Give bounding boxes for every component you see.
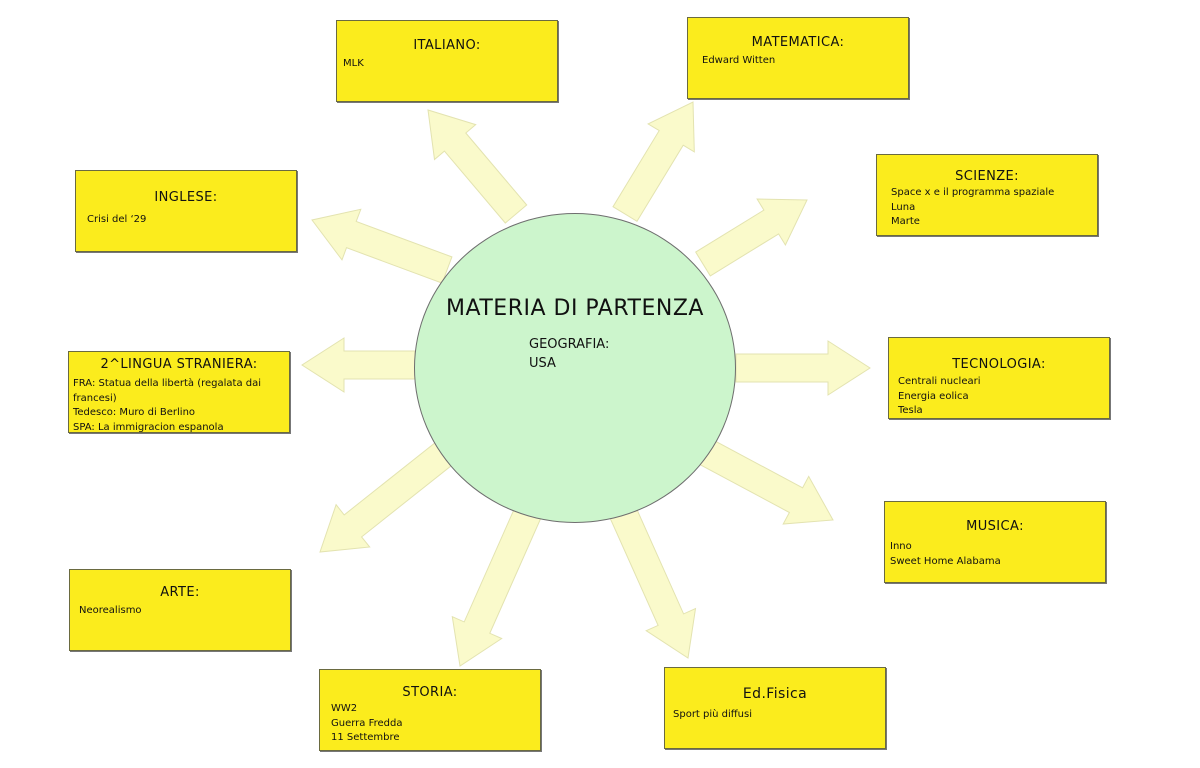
box-title: Ed.Fisica: [742, 686, 808, 702]
box-tecnologia: TECNOLOGIA: Centrali nucleari Energia eo…: [888, 337, 1110, 419]
box-item: MLK: [343, 58, 364, 69]
arrow-to-storia: [451, 501, 544, 667]
box-body: Neorealismo: [79, 604, 286, 619]
arrow-to-lingua: [301, 337, 416, 393]
box-body: Space x e il programma spaziale Luna Mar…: [891, 186, 1093, 230]
box-arte: ARTE: Neorealismo: [69, 569, 291, 651]
box-body: WW2 Guerra Fredda 11 Settembre: [331, 702, 536, 746]
box-title: STORIA:: [402, 685, 458, 700]
box-item: Sweet Home Alabama: [890, 555, 1001, 567]
box-italiano: ITALIANO: MLK: [336, 20, 558, 102]
box-item: FRA: Statua della libertà (regalata dai …: [73, 378, 262, 404]
box-item: Space x e il programma spaziale: [891, 187, 1055, 198]
box-ed-fisica: Ed.Fisica Sport più diffusi: [664, 667, 886, 749]
arrow-to-musica: [698, 439, 834, 525]
box-title: MUSICA:: [966, 519, 1024, 534]
center-subject: GEOGRAFIA: USA: [529, 335, 609, 373]
box-item: Tedesco: Muro di Berlino: [73, 407, 196, 418]
box-title: INGLESE:: [154, 190, 218, 205]
box-body: FRA: Statua della libertà (regalata dai …: [73, 377, 285, 435]
arrow-to-italiano: [427, 109, 528, 224]
arrow-to-scienze: [695, 198, 808, 277]
center-subject-label: GEOGRAFIA:: [529, 337, 610, 352]
box-storia: STORIA: WW2 Guerra Fredda 11 Settembre: [319, 669, 541, 751]
box-body: Sport più diffusi: [673, 708, 881, 723]
box-lingua-straniera: 2^LINGUA STRANIERA: FRA: Statua della li…: [68, 351, 290, 433]
box-title: TECNOLOGIA:: [952, 357, 1046, 372]
box-item: Centrali nucleari: [898, 376, 981, 387]
center-title: MATERIA DI PARTENZA: [446, 296, 704, 321]
box-item: Marte: [891, 216, 920, 227]
box-inglese: INGLESE: Crisi del ‘29: [75, 170, 297, 252]
box-item: Inno: [890, 541, 912, 552]
center-circle: MATERIA DI PARTENZA GEOGRAFIA: USA: [414, 213, 736, 523]
box-body: Crisi del ‘29: [87, 213, 292, 228]
box-item: Neorealismo: [79, 605, 142, 616]
arrow-to-matematica: [612, 101, 695, 222]
box-musica: MUSICA: Inno Sweet Home Alabama: [884, 501, 1106, 583]
box-item: Sport più diffusi: [673, 709, 753, 720]
arrow-to-tecnologia: [735, 340, 871, 396]
box-item: Luna: [891, 201, 916, 213]
box-body: Edward Witten: [702, 54, 904, 69]
box-body: MLK: [343, 57, 553, 72]
box-item: WW2: [331, 703, 358, 714]
box-title: SCIENZE:: [955, 169, 1019, 184]
box-title: MATEMATICA:: [751, 35, 845, 50]
box-title: 2^LINGUA STRANIERA:: [100, 357, 258, 372]
box-body: Centrali nucleari Energia eolica Tesla: [898, 375, 1105, 419]
box-title: ITALIANO:: [413, 38, 481, 53]
center-subject-value: USA: [529, 356, 556, 371]
box-matematica: MATEMATICA: Edward Witten: [687, 17, 909, 99]
arrow-to-inglese: [311, 208, 453, 284]
box-title: ARTE:: [160, 585, 200, 600]
box-item: SPA: La immigracion espanola: [73, 421, 224, 433]
box-body: Inno Sweet Home Alabama: [890, 540, 1101, 569]
arrow-to-ed-fisica: [606, 499, 697, 659]
box-scienze: SCIENZE: Space x e il programma spaziale…: [876, 154, 1098, 236]
box-item: Crisi del ‘29: [87, 214, 147, 225]
arrow-to-arte: [319, 440, 456, 553]
box-item: Guerra Fredda: [331, 717, 403, 729]
box-item: Tesla: [898, 405, 923, 416]
box-item: Edward Witten: [702, 55, 776, 66]
box-item: 11 Settembre: [331, 732, 400, 743]
box-item: Energia eolica: [898, 390, 969, 402]
